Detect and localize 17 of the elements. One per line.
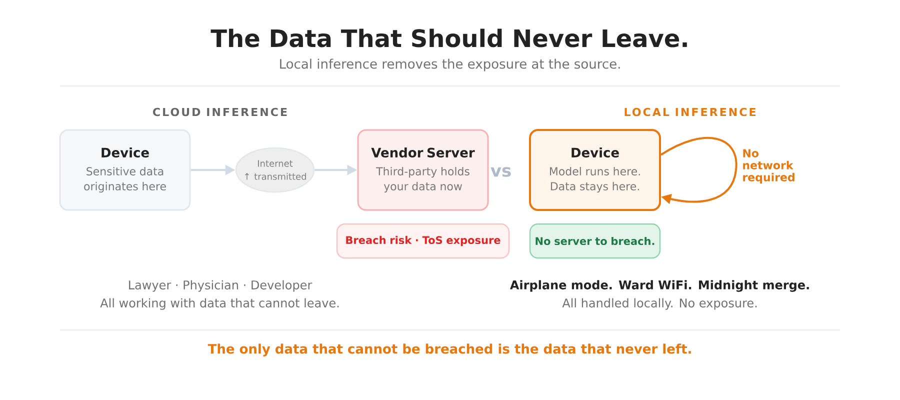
server-box: Vendor Server Third-party holds your data now bbox=[357, 129, 489, 211]
subtitle: Local inference removes the exposure at the source. bbox=[280, 58, 620, 72]
title: The Data That Should Never Leave. bbox=[210, 28, 687, 48]
note-text: Lawyer · Physician · Developer bbox=[129, 280, 312, 292]
vs-label: vs bbox=[490, 167, 511, 177]
device-box: Device Sensitive data originates here bbox=[59, 129, 191, 211]
edge-label: No network required bbox=[743, 149, 794, 184]
note-text: Airplane mode. Ward WiFi. Midnight merge. bbox=[510, 280, 809, 292]
note-text: All working with data that cannot leave. bbox=[100, 298, 339, 310]
warning-box: Breach risk · ToS exposure bbox=[336, 223, 510, 259]
note-text: All handled locally. No exposure. bbox=[562, 298, 757, 310]
arrow bbox=[660, 136, 738, 204]
status-box: No server to breach. bbox=[529, 223, 661, 259]
footer-caption: The only data that cannot be breached is the data that never left. bbox=[208, 344, 691, 356]
section-heading: LOCAL INFERENCE bbox=[624, 108, 756, 116]
section-heading: CLOUD INFERENCE bbox=[153, 108, 287, 116]
device-box: Device Model runs here. Data stays here. bbox=[529, 129, 661, 211]
